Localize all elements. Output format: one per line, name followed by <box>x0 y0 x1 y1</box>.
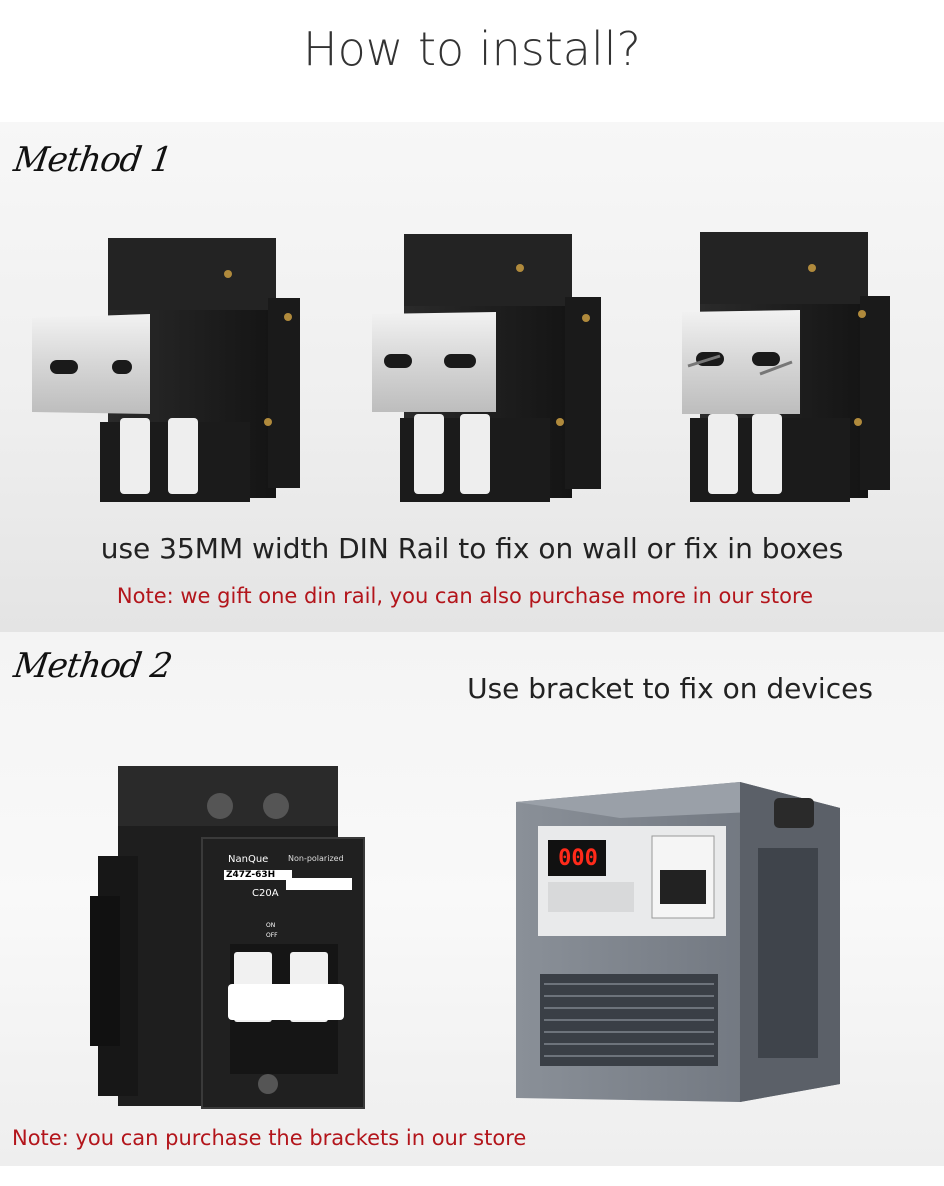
method-2-caption: Use bracket to fix on devices <box>467 672 873 705</box>
breaker-on-din-rail-1 <box>32 238 300 502</box>
breaker-off-label: OFF <box>266 932 278 939</box>
breaker-on-label: ON <box>266 922 276 929</box>
page-title: How to install? <box>303 22 641 76</box>
method-1-caption: use 35MM width DIN Rail to fix on wall o… <box>100 532 844 565</box>
breaker-with-bracket-photo <box>90 766 365 1109</box>
method-2-heading: Method 2 <box>11 646 174 686</box>
breaker-on-din-rail-2 <box>372 234 601 502</box>
breaker-model-label: Z47Z-63H <box>224 870 292 880</box>
method-2-section: Method 2 Use bracket to fix on devices N… <box>0 632 944 1166</box>
breaker-polarity-label: Non-polarized <box>288 854 344 863</box>
method-1-section: Method 1 <box>0 122 944 632</box>
breaker-brand-label: NanQue <box>228 854 269 865</box>
breaker-rating-label: C20A <box>252 888 279 899</box>
device-cabinet-photo <box>516 782 840 1102</box>
method-1-note: Note: we gift one din rail, you can also… <box>116 584 814 608</box>
method-2-note: Note: you can purchase the brackets in o… <box>12 1126 527 1150</box>
din-rail-product-photos <box>32 232 890 502</box>
device-digital-display: 000 <box>558 846 598 871</box>
breaker-on-din-rail-3 <box>682 232 890 502</box>
